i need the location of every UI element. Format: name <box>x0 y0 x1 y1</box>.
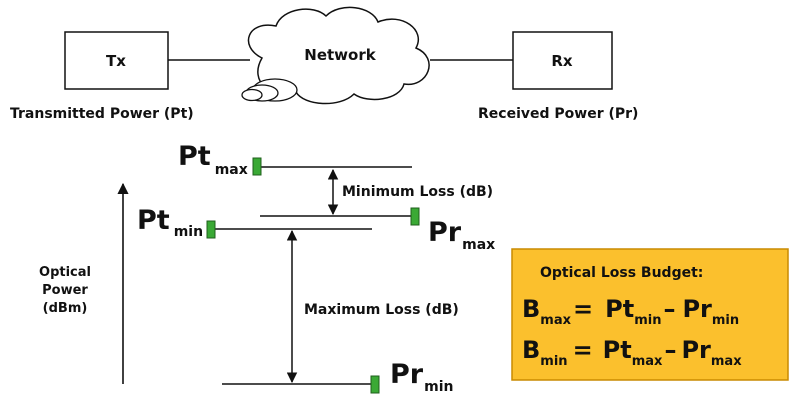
axis-label-line1: Optical <box>39 265 91 280</box>
received-power-caption: Received Power (Pr) <box>478 106 638 122</box>
pt-max-marker <box>252 157 262 176</box>
transmitted-power-caption: Transmitted Power (Pt) <box>10 106 194 122</box>
budget-equation-bmin: Bmin=Ptmax–Prmax <box>522 336 742 369</box>
budget-equation-bmax: Bmax=Ptmin–Prmin <box>522 295 739 328</box>
pr-max-marker <box>410 207 420 226</box>
network-label: Network <box>304 46 376 64</box>
pt-min-marker <box>206 220 216 239</box>
axis-label-line2: Power <box>42 283 88 298</box>
maximum-loss-label: Maximum Loss (dB) <box>304 302 459 318</box>
minimum-loss-label: Minimum Loss (dB) <box>342 184 493 200</box>
loss-budget-box <box>511 248 789 381</box>
pr-max-label: Prmax <box>428 217 495 253</box>
pr-min-label: Prmin <box>390 359 453 395</box>
axis-label-line3: (dBm) <box>43 301 88 316</box>
rx-box <box>512 31 613 90</box>
rx-label: Rx <box>551 52 573 70</box>
loss-budget-title: Optical Loss Budget: <box>540 265 703 281</box>
pr-min-marker <box>370 375 380 394</box>
tx-box <box>64 31 169 90</box>
network-cloud-icon <box>241 6 430 105</box>
tx-label: Tx <box>106 52 126 70</box>
